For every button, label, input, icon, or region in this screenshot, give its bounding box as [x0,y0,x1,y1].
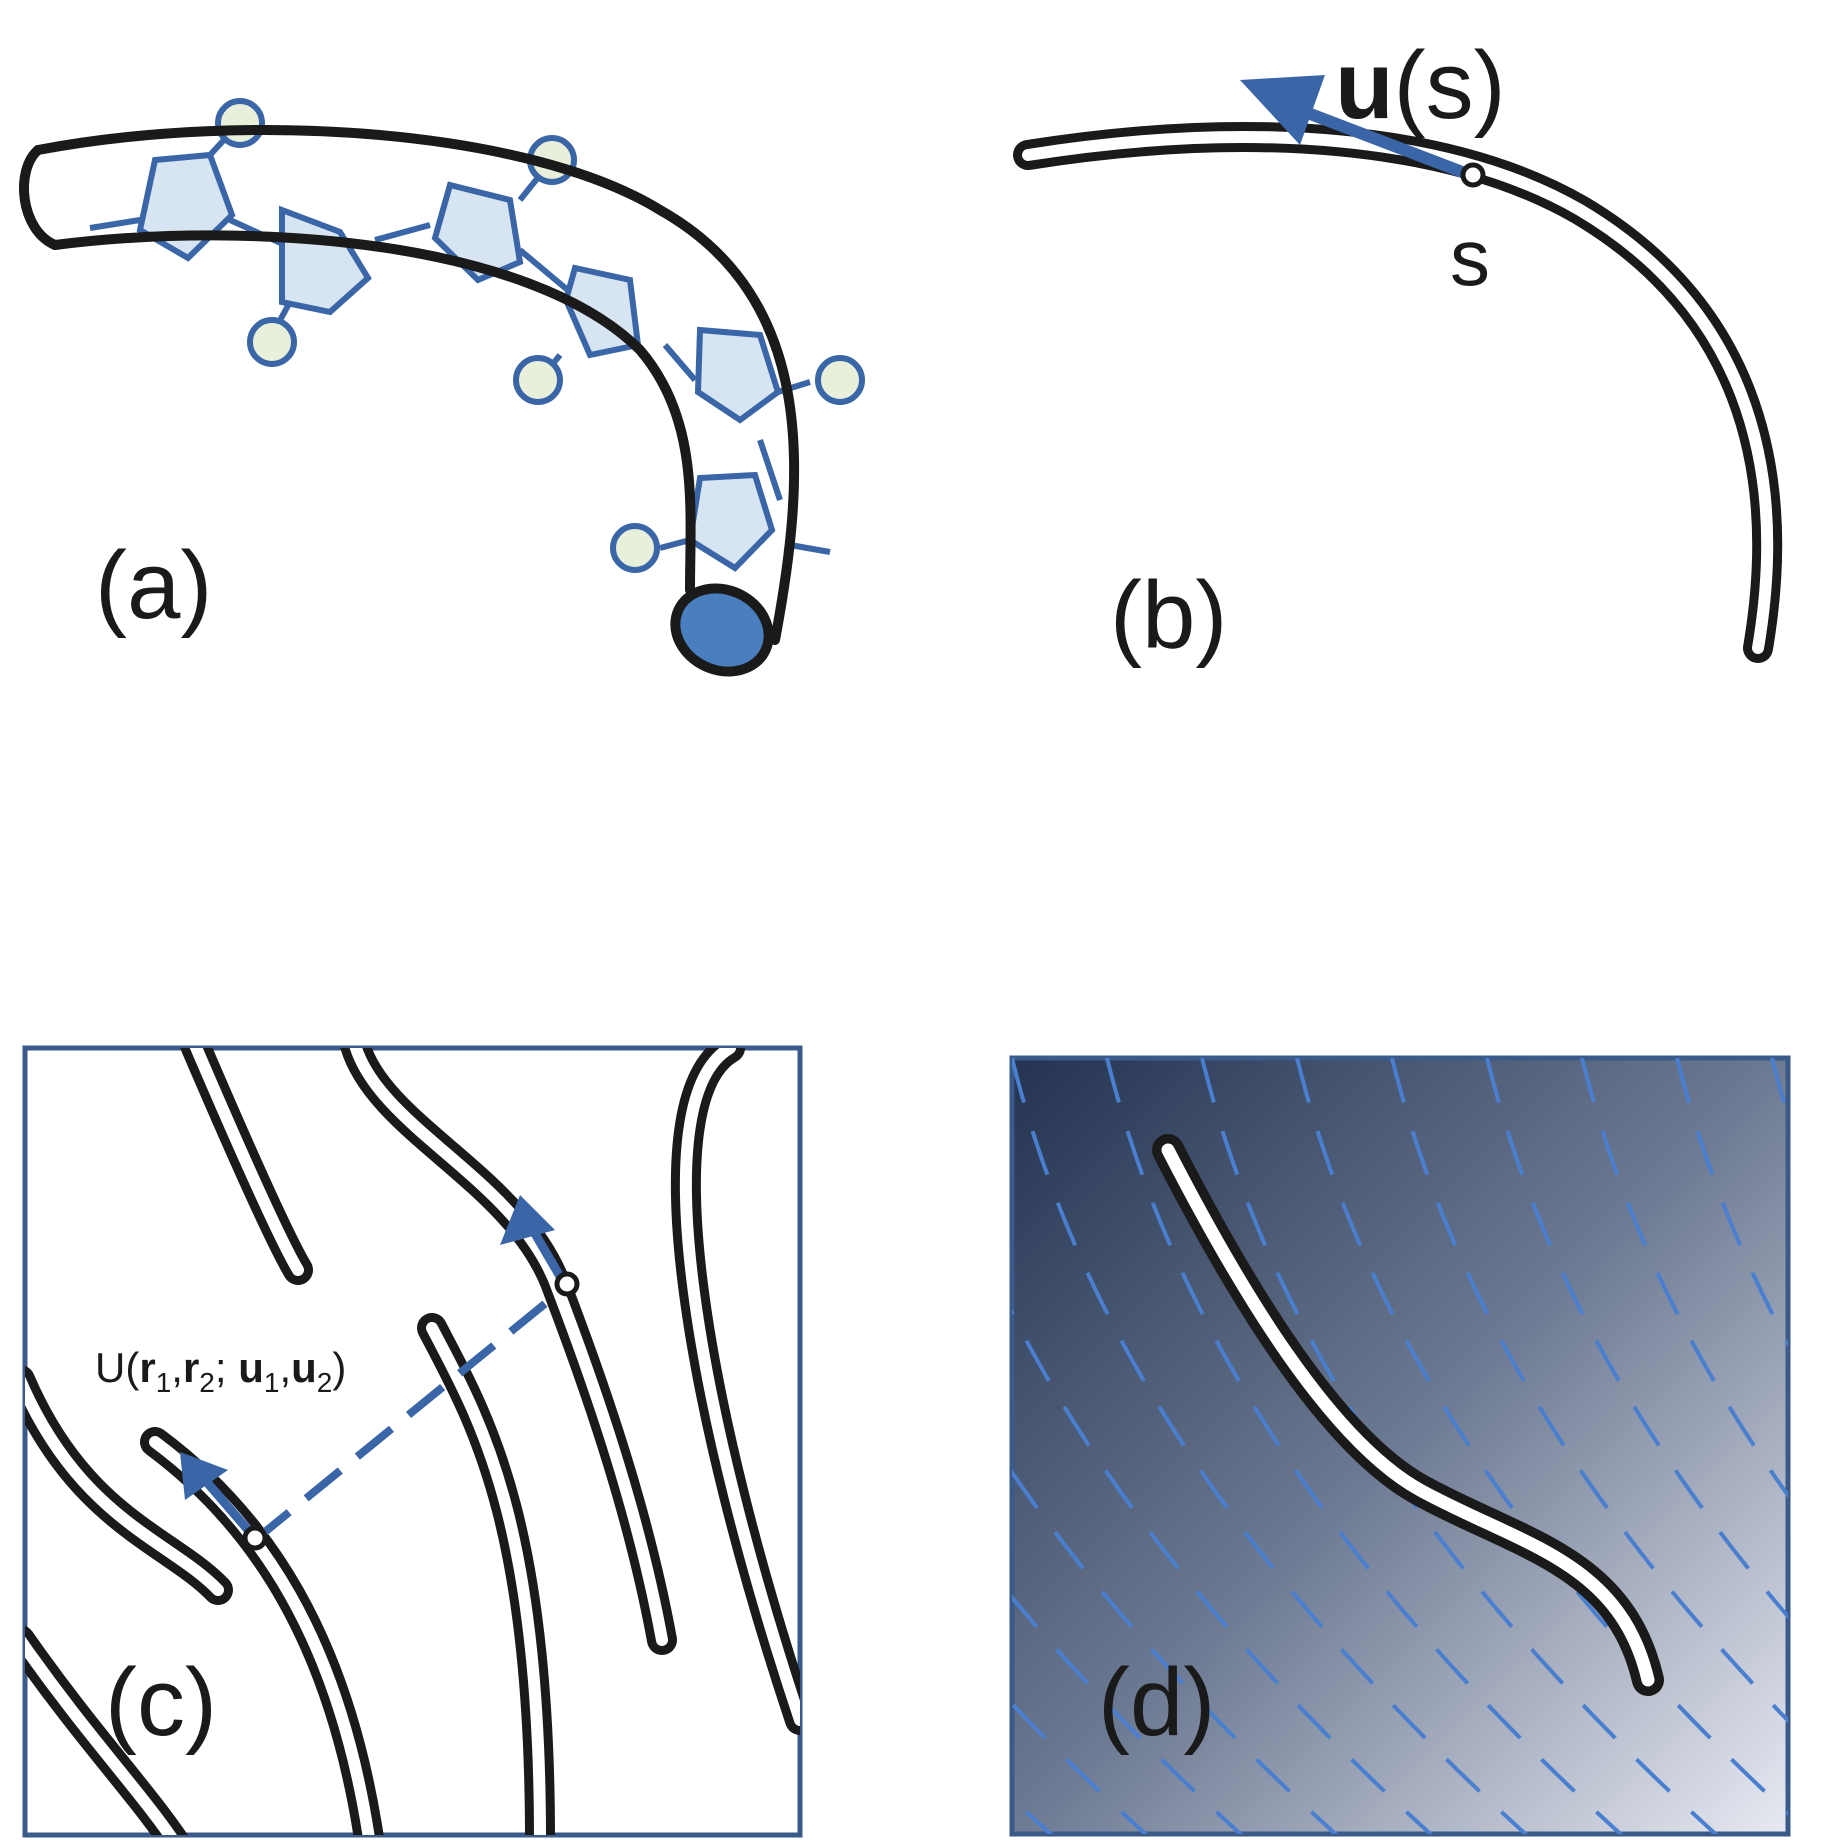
panel-b-label: (b) [1110,562,1227,669]
point-marker [242,1525,268,1551]
potential-u1: u [238,1344,264,1391]
potential-func: U( [95,1344,139,1391]
tangent-vector [201,1477,259,1541]
potential-sub-2: 2 [317,1367,333,1398]
filament-core [25,1636,177,1835]
tangent-arrowhead [500,1195,555,1245]
point-marker [554,1271,580,1297]
panel-b: u(s) s (b) [1013,32,1783,669]
filament-core [679,1048,800,1726]
potential-r2: r [183,1344,199,1391]
side-bead [610,523,660,573]
tube-left-cap [18,145,60,250]
field-line [1105,1058,1624,1834]
tube-inner-wall [50,230,696,595]
side-bead [815,355,865,405]
potential-sub-2: 2 [199,1367,215,1398]
field-line [1390,1058,1788,1724]
filament-core [426,1322,546,1835]
field-line [1580,1058,1788,1499]
potential-r1: r [139,1344,155,1391]
sugar-ring [686,471,776,572]
filament-core [25,1376,224,1596]
side-bead [513,355,563,405]
potential-close: ) [332,1344,346,1391]
tube-end-cap [670,583,774,677]
field-line [1012,1468,1339,1834]
filament-core [189,1048,304,1276]
filament-core [1022,131,1774,654]
field-line [1295,1058,1788,1817]
sugar-ring [136,151,236,262]
interaction-line [252,1281,571,1544]
field-line [1012,1594,1244,1834]
sugar-ring [694,326,782,424]
panel-d: (d) [1009,1055,1791,1837]
potential-label: U(r1,r2; u1,u2) [95,1344,346,1398]
tangent-arrowhead [180,1452,228,1500]
panel-a: (a) [18,98,865,677]
filament-core [1161,1143,1655,1687]
tangent-argument: (s) [1394,32,1506,139]
potential-semicolon: ; [215,1344,238,1391]
arc-length-label: s [1450,213,1490,302]
panel-a-label: (a) [95,532,212,639]
tangent-symbol: u [1335,32,1394,139]
field-line [1675,1058,1788,1348]
field-line [1012,1058,1529,1834]
side-bead [247,317,297,367]
tube-outer-wall [33,125,800,645]
tube-outline [18,125,800,645]
potential-comma: , [171,1344,183,1391]
tangent-vector-label: u(s) [1335,32,1506,139]
panel-c: U(r1,r2; u1,u2) (c) [22,1045,803,1838]
field-line [1485,1058,1788,1620]
potential-comma: , [279,1344,291,1391]
panel-c-label: (c) [105,1649,217,1756]
panel-d-label: (d) [1098,1649,1215,1756]
field-line [1012,1700,1149,1834]
panel-d-frame [1009,1055,1791,1837]
side-bead [215,98,265,148]
potential-u2: u [291,1344,317,1391]
director-field [1012,1058,1788,1834]
field-line [1012,1308,1434,1834]
polymer-backbone [89,98,865,573]
sugar-ring [279,205,372,316]
tangent-arrowhead [1240,75,1325,145]
tangent-vector [1297,104,1473,181]
potential-sub-1: 1 [264,1367,280,1398]
arc-point-marker [1460,162,1486,188]
potential-sub-1: 1 [156,1367,172,1398]
